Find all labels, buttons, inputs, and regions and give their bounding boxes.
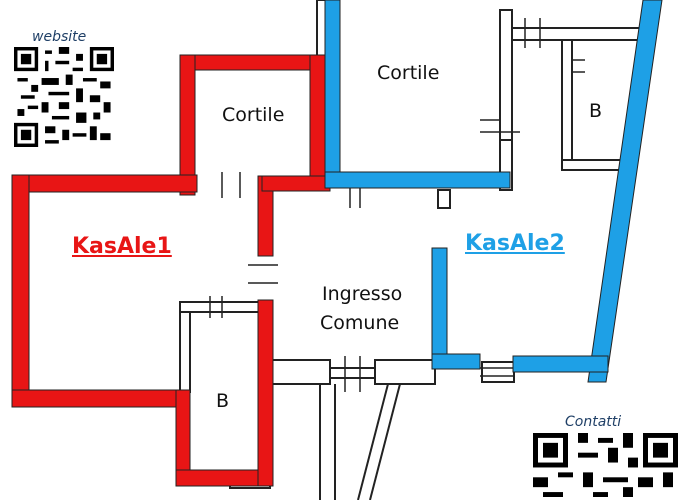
- room-label-bath-left: B: [216, 390, 230, 412]
- door-marks: [209, 18, 585, 392]
- room-label-ingresso: Ingresso: [322, 283, 403, 305]
- kasale2-walls: [324, 0, 663, 383]
- contacts-caption: Contatti: [565, 414, 622, 430]
- contacts-qr-code[interactable]: [533, 433, 678, 497]
- website-caption: website: [32, 29, 87, 45]
- kasale2-label: KasAle2: [465, 231, 565, 256]
- kasale1-walls: [11, 54, 331, 487]
- website-qr-code[interactable]: [14, 47, 114, 147]
- room-label-cortile-top: Cortile: [377, 62, 440, 84]
- kasale1-label: KasAle1: [72, 234, 172, 259]
- room-label-cortile-left: Cortile: [222, 104, 285, 126]
- room-label-bath-right: B: [589, 100, 603, 122]
- room-label-comune: Comune: [320, 312, 400, 334]
